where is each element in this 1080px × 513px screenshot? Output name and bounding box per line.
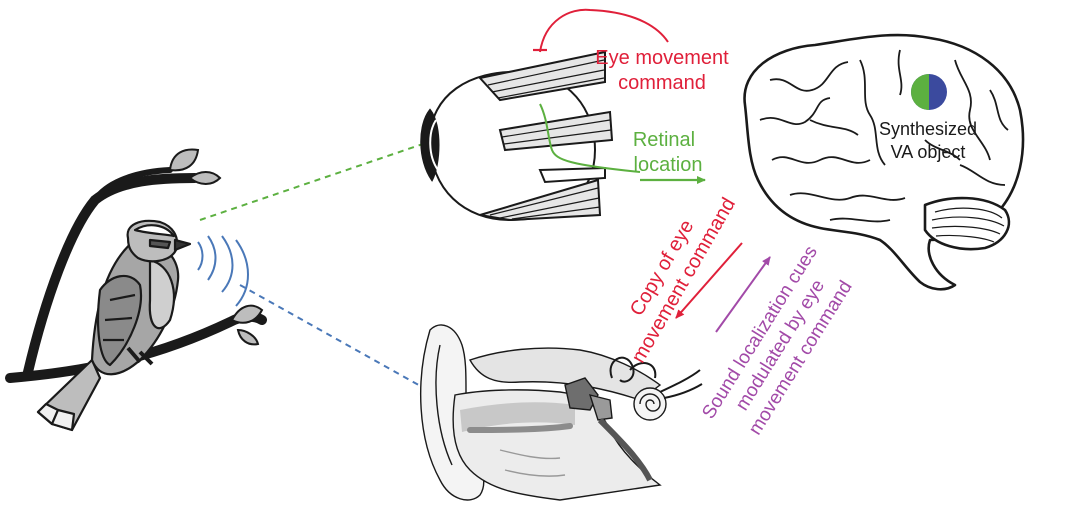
synthesized-va-object-label: Synthesized VA object [879, 119, 977, 162]
leaf [236, 328, 260, 346]
copy-of-eye-movement-command-label: Copy of eye movement command [626, 194, 740, 367]
retinal-location-label: Retinal location [633, 129, 703, 176]
auditory-line [239, 284, 491, 426]
eye-icon [420, 50, 614, 222]
leaf [230, 304, 264, 324]
label-line: location [634, 154, 703, 176]
label-line: Eye movement [595, 47, 729, 69]
label-line: Synthesized [879, 119, 977, 139]
leaf [168, 148, 200, 172]
va-object-icon [911, 74, 947, 110]
leaf [188, 171, 222, 185]
sound-waves-icon [197, 235, 249, 307]
sound-cues-arrow [715, 256, 771, 333]
brain-icon [743, 33, 1025, 291]
ear-icon [420, 324, 703, 501]
label-line: Retinal [633, 129, 695, 151]
bird-icon [5, 148, 267, 432]
eye-movement-command-label: Eye movement command [595, 47, 729, 94]
sound-localization-cues-label: Sound localization cues modulated by eye… [698, 242, 856, 438]
copy-command-arrow [675, 242, 743, 319]
label-line: command [618, 72, 706, 94]
bird-body [36, 219, 192, 432]
label-line: VA object [891, 142, 966, 162]
retinal-signal-path [539, 103, 641, 173]
eye-command-path [539, 8, 669, 53]
